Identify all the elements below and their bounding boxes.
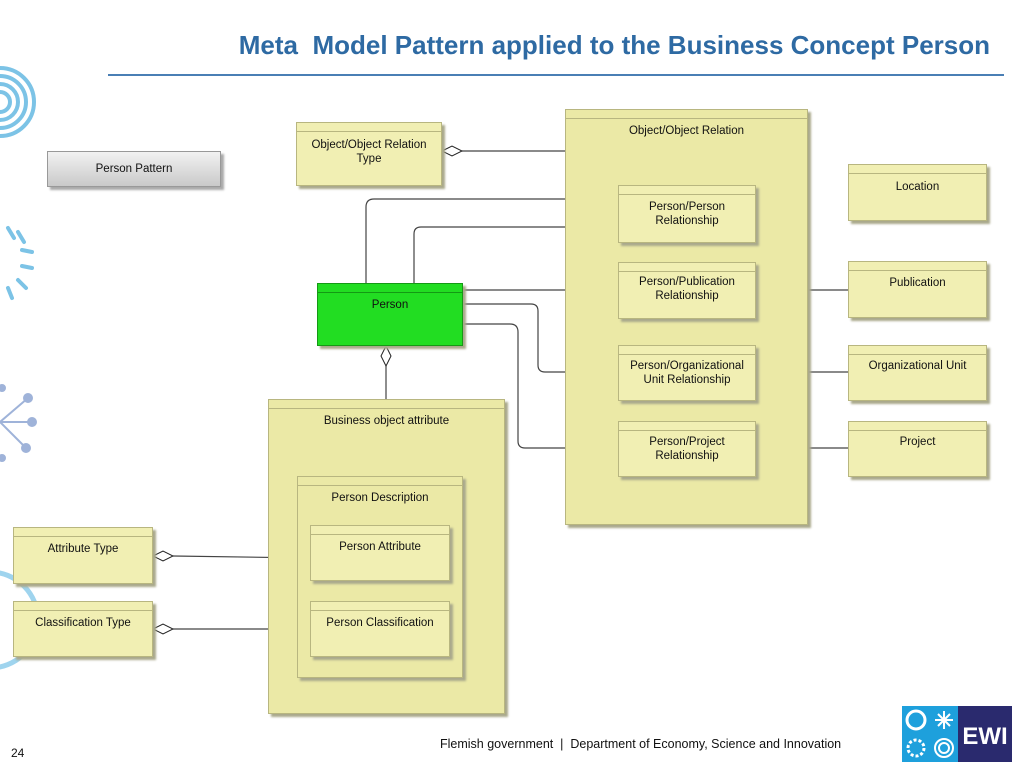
hollow-diamond-icon [380, 344, 392, 368]
connector-person-porg [463, 303, 598, 373]
object-relation-type-box: Object/Object Relation Type [296, 122, 442, 186]
title-divider [108, 74, 1004, 76]
ewi-logo: EWI [902, 706, 1012, 762]
person-attribute-box: Person Attribute [310, 525, 450, 581]
footer-text: Flemish government | Department of Econo… [440, 737, 842, 751]
concentric-circles-icon [0, 66, 36, 138]
person-classification-box: Person Classification [310, 601, 450, 657]
location-box: Location [848, 164, 987, 221]
organizational-unit-box: Organizational Unit [848, 345, 987, 401]
person-pattern-box: Person Pattern [47, 151, 221, 187]
hollow-diamond-icon [440, 145, 464, 157]
page-title: Meta Model Pattern applied to the Busine… [238, 30, 990, 60]
project-box: Project [848, 421, 987, 477]
hollow-diamond-icon [151, 623, 175, 635]
person-person-relationship-box: Person/Person Relationship [618, 185, 756, 243]
attribute-type-box: Attribute Type [13, 527, 153, 584]
person-box: Person [317, 283, 463, 346]
svg-text:EWI: EWI [962, 723, 1007, 750]
sunburst-icon [6, 226, 34, 300]
page-number: 24 [11, 746, 25, 760]
classification-type-box: Classification Type [13, 601, 153, 657]
person-project-relationship-box: Person/Project Relationship [618, 421, 756, 477]
publication-box: Publication [848, 261, 987, 318]
connector-person-pp2 [413, 226, 598, 283]
person-publication-relationship-box: Person/Publication Relationship [618, 262, 756, 319]
connector-person-pp1 [365, 198, 598, 283]
network-icon [0, 384, 37, 462]
connector-person-pproj [463, 323, 598, 449]
person-organizational-unit-relationship-box: Person/Organizational Unit Relationship [618, 345, 756, 401]
hollow-diamond-icon [151, 550, 175, 562]
